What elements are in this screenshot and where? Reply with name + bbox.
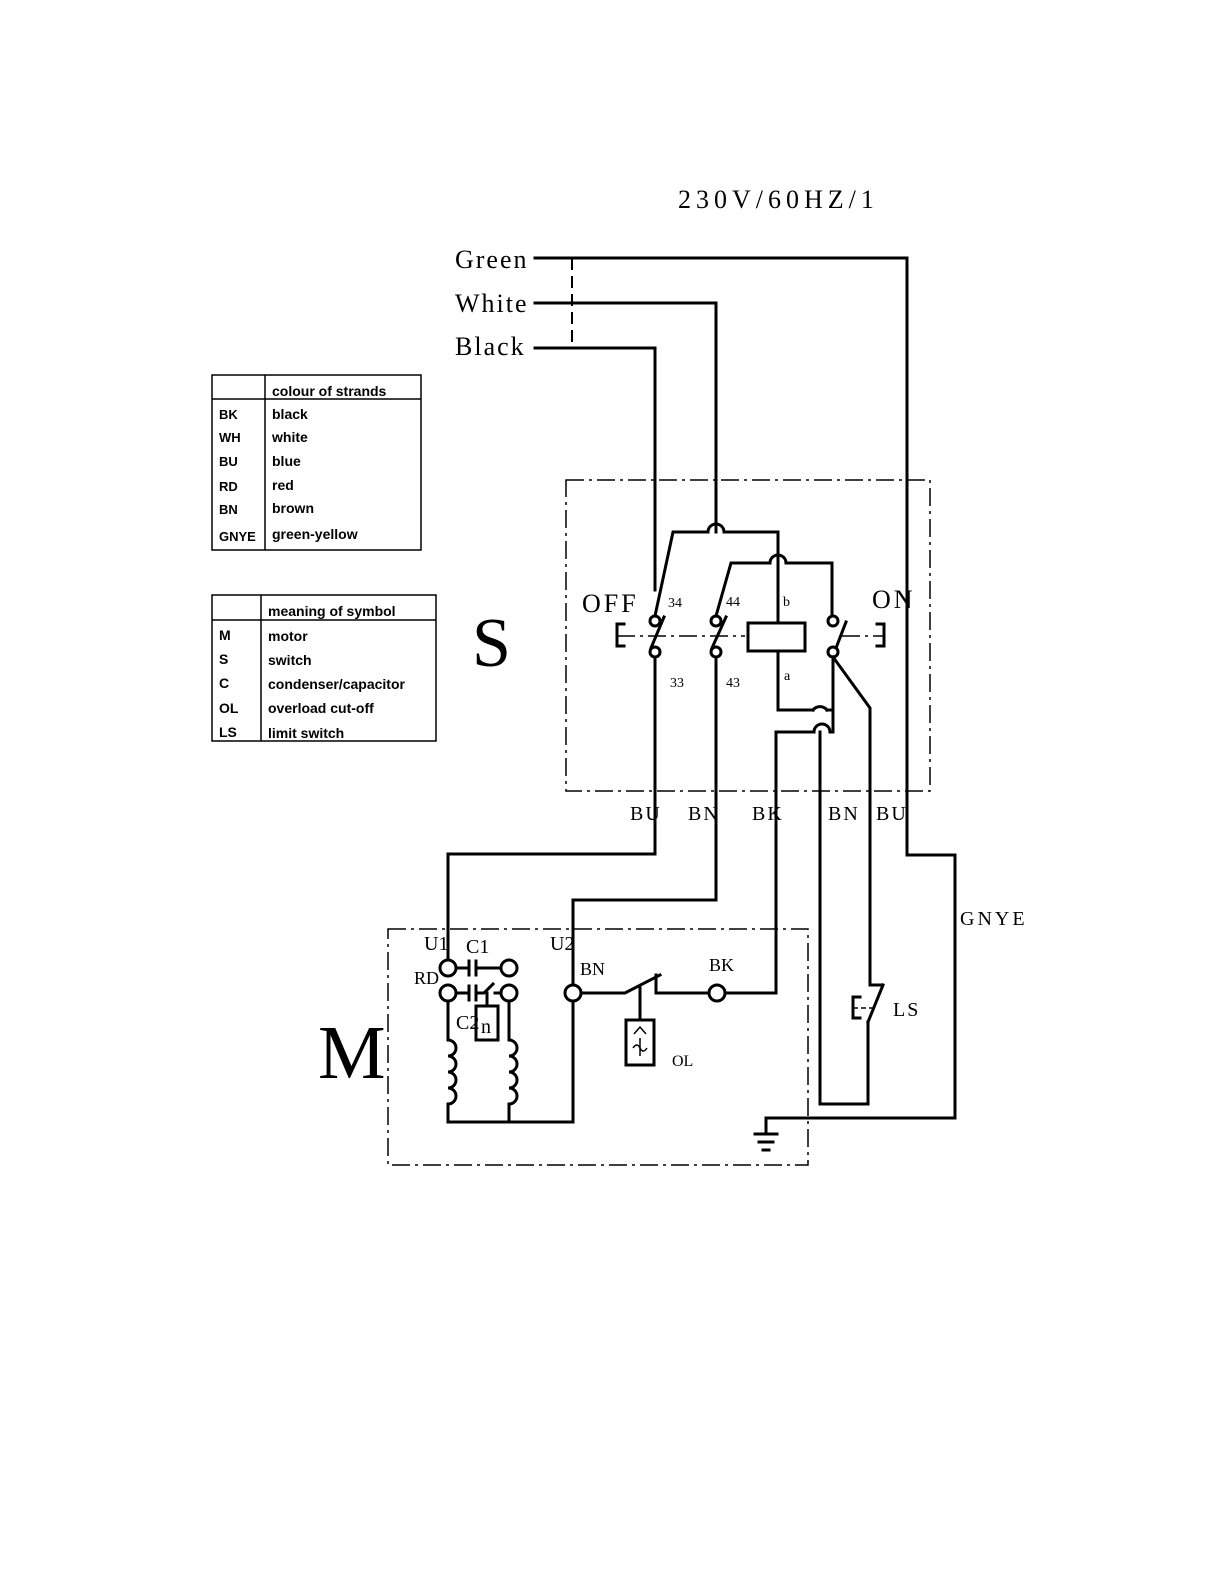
symbol-meaning: overload cut-off: [268, 700, 374, 716]
terminal-43: 43: [726, 676, 740, 691]
input-green-label: Green: [455, 245, 529, 274]
colour-code: RD: [219, 479, 238, 494]
off-label: OFF: [582, 589, 639, 618]
terminal-34: 34: [668, 596, 682, 611]
colour-meaning: red: [272, 477, 294, 493]
colour-code: WH: [219, 430, 241, 445]
symbol-code: OL: [219, 700, 239, 716]
symbol-code: M: [219, 627, 231, 643]
colour-meaning: white: [271, 429, 308, 445]
wire-label-bn: BN: [828, 803, 860, 825]
centrifugal-switch-label: n: [481, 1016, 491, 1038]
switch-label: S: [472, 605, 511, 682]
capacitor-c1-label: C1: [466, 936, 489, 958]
symbol-code: S: [219, 651, 228, 667]
terminal-u2: U2: [550, 933, 574, 955]
motor-box: M U1 C1 U2 RD BN BK C2 OL n: [318, 929, 808, 1165]
symbol-meaning: switch: [268, 652, 312, 668]
colour-table: colour of strands BK black WH white BU b…: [212, 375, 421, 550]
lead-bn: BN: [580, 959, 605, 979]
colour-meaning: blue: [272, 453, 301, 469]
symbol-meaning: limit switch: [268, 725, 344, 741]
colour-meaning: black: [272, 406, 308, 422]
on-label: ON: [872, 585, 916, 614]
overload-label: OL: [672, 1053, 693, 1070]
symbol-code: C: [219, 675, 229, 691]
wire-label-bu: BU: [876, 803, 908, 825]
colour-code: BN: [219, 502, 238, 517]
limit-switch-label: LS: [893, 999, 920, 1021]
coil-terminal-a: a: [784, 669, 791, 684]
input-white-label: White: [455, 289, 529, 318]
terminal-44: 44: [726, 595, 740, 610]
input-black-label: Black: [455, 332, 526, 361]
supply-rating: 230V/60HZ/1: [678, 185, 879, 214]
lead-bk: BK: [709, 955, 734, 975]
colour-code: BU: [219, 454, 238, 469]
symbol-code: LS: [219, 724, 237, 740]
wire-label-bu: BU: [630, 803, 662, 825]
terminal-u1: U1: [424, 933, 448, 955]
symbol-meaning: condenser/capacitor: [268, 676, 405, 692]
wire-label-bk: BK: [752, 803, 784, 825]
coil-terminal-b: b: [783, 595, 790, 610]
motor-label: M: [318, 1011, 386, 1095]
colour-meaning: brown: [272, 500, 314, 516]
limit-switch: LS: [853, 985, 920, 1022]
colour-table-header: colour of strands: [272, 383, 387, 399]
colour-code: BK: [219, 407, 238, 422]
symbol-table: meaning of symbol M motor S switch C con…: [212, 595, 436, 741]
colour-meaning: green-yellow: [272, 526, 358, 542]
colour-code: GNYE: [219, 529, 256, 544]
input-wires: [535, 258, 955, 1132]
lead-rd: RD: [414, 968, 439, 988]
ground-icon: [755, 1134, 777, 1150]
symbol-meaning: motor: [268, 628, 308, 644]
wire-label-gnye: GNYE: [960, 908, 1028, 930]
terminal-33: 33: [670, 676, 684, 691]
wire-label-bn: BN: [688, 803, 720, 825]
symbol-table-header: meaning of symbol: [268, 603, 396, 619]
switch-box: S OFF ON 34 33 44 43 b a: [472, 480, 930, 1104]
